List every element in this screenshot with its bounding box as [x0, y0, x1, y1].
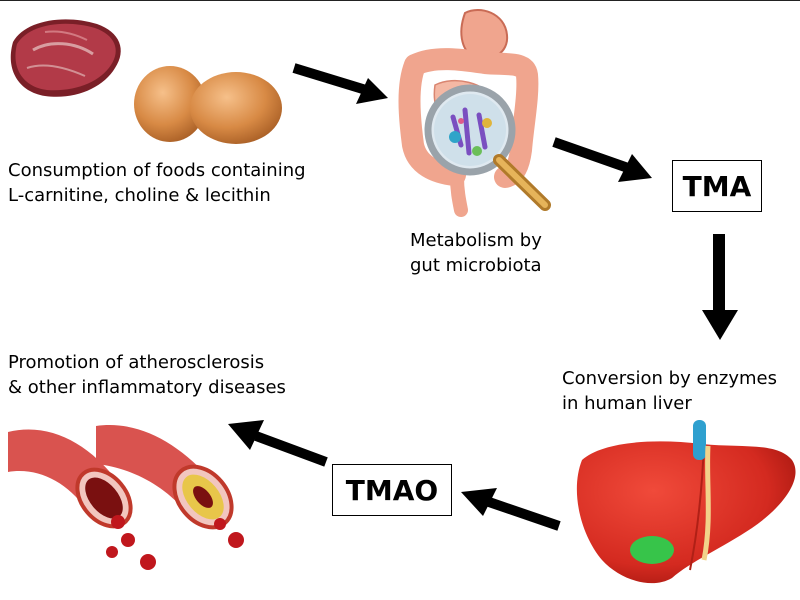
tmao-box: TMAO [332, 464, 452, 516]
gut-caption-line1: Metabolism by [410, 230, 542, 251]
arrow-tma-to-liver [700, 234, 740, 344]
food-caption-line1: Consumption of foods containing [8, 160, 306, 181]
arrow-gut-to-tma [550, 132, 660, 192]
disease-caption-line2: & other inflammatory diseases [8, 377, 286, 398]
disease-caption-line1: Promotion of atherosclerosis [8, 352, 265, 373]
gut-caption: Metabolism by gut microbiota [410, 228, 542, 278]
liver-illustration [572, 420, 800, 595]
arteries-illustration [8, 412, 273, 577]
liver-caption: Conversion by enzymes in human liver [562, 366, 777, 416]
food-caption-line2: L-carnitine, choline & lecithin [8, 185, 271, 206]
arrow-liver-to-tmao [455, 478, 565, 538]
gut-microbiota-illustration [395, 5, 565, 220]
tma-box: TMA [672, 160, 762, 212]
top-border [0, 0, 800, 1]
tmao-label: TMAO [345, 473, 439, 507]
eggs-illustration [130, 62, 285, 147]
gut-caption-line2: gut microbiota [410, 255, 542, 276]
steak-illustration [5, 10, 130, 105]
liver-caption-line2: in human liver [562, 393, 692, 414]
arrow-tmao-to-disease [222, 412, 332, 472]
arrow-food-to-gut [288, 60, 398, 110]
disease-caption: Promotion of atherosclerosis & other inf… [8, 350, 286, 400]
tma-label: TMA [682, 169, 752, 203]
food-caption: Consumption of foods containing L-carnit… [8, 158, 306, 208]
liver-caption-line1: Conversion by enzymes [562, 368, 778, 389]
